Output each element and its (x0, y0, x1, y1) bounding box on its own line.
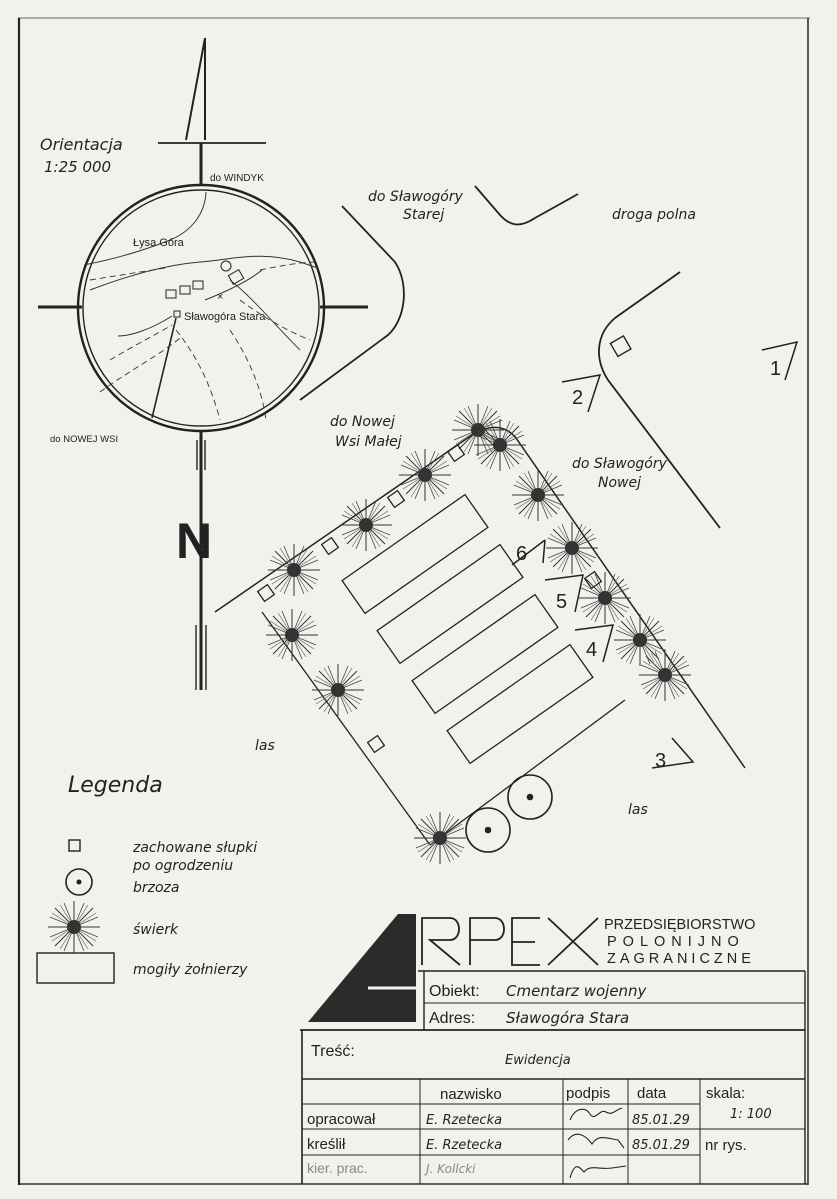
label-to-nowej-wsi-malej-1: do Nowej (330, 414, 395, 430)
road-v (474, 185, 579, 226)
label-to-stawogory-nowej-2: Nowej (598, 475, 641, 491)
legend-grave-label: mogiły żołnierzy (133, 962, 248, 978)
title-block: PRZEDSIĘBIORSTWO POLONIJNO ZAGRANICZNE O… (300, 914, 806, 1184)
orientation-inset: Orientacja 1:25 000 do WINDYK (38, 37, 368, 690)
label-to-windyk: do WINDYK (210, 173, 264, 184)
fence-posts (256, 443, 603, 754)
logo-rpex (421, 917, 599, 966)
row-2-name: E. Rzetecka (426, 1138, 502, 1153)
legend-title: Legenda (68, 773, 163, 798)
adres-label: Adres: (429, 1010, 475, 1027)
label-las-right: las (628, 802, 648, 818)
legend-birch-label: brzoza (133, 880, 179, 896)
legend: Legenda zachowane słupki po ogrodzeniu b… (36, 773, 257, 984)
marker-6: 6 (516, 543, 527, 565)
marker-4: 4 (586, 639, 597, 661)
marker-1: 1 (770, 358, 781, 380)
tresc-value: Ewidencja (505, 1053, 571, 1068)
birches (465, 774, 553, 853)
signature-2 (567, 1133, 625, 1149)
orientation-title: Orientacja (40, 135, 123, 154)
legend-post-2: po ogrodzeniu (132, 858, 233, 874)
north-arrow-head (185, 37, 206, 141)
graves (341, 493, 594, 765)
legend-spruce-label: świerk (133, 922, 179, 938)
label-droga-polna: droga polna (612, 207, 696, 223)
row-1-name: E. Rzetecka (426, 1113, 502, 1128)
col-data: data (637, 1085, 667, 1102)
legend-birch-symbol (65, 868, 93, 896)
cemetery-south-fence (429, 699, 626, 846)
svg-text:×: × (217, 291, 223, 303)
signature-3 (569, 1165, 627, 1179)
north-letter: N (176, 513, 212, 569)
orientation-scale: 1:25 000 (44, 158, 111, 176)
adres-value: Sławogóra Stara (506, 1009, 629, 1027)
row-3-role: kier. prac. (307, 1160, 368, 1176)
orientation-ring-outer (76, 183, 326, 433)
company-line-2: POLONIJNO (607, 934, 745, 950)
legend-post-1: zachowane słupki (132, 840, 257, 856)
marker-2: 2 (572, 387, 583, 409)
obiekt-label: Obiekt: (429, 983, 480, 1000)
marker-5: 5 (556, 591, 567, 613)
skala-label: skala: (706, 1085, 745, 1102)
label-lysa-gora: Łysa Góra (133, 237, 185, 249)
marker-arrows (511, 340, 799, 769)
row-2-role: kreślił (307, 1136, 346, 1153)
logo-a-mark (308, 914, 416, 1022)
skala-value: 1: 100 (730, 1107, 772, 1122)
tresc-label: Treść: (311, 1043, 355, 1060)
marker-3: 3 (655, 750, 666, 772)
obiekt-value: Cmentarz wojenny (506, 982, 648, 1000)
label-to-nowej-wsi: do NOWEJ WSI (50, 434, 118, 445)
signature-1 (569, 1107, 623, 1121)
cemetery-west-fence (261, 611, 431, 846)
legend-grave-symbol (36, 952, 115, 984)
road-right (598, 271, 721, 529)
row-2-date: 85.01.29 (632, 1138, 690, 1153)
label-to-stawogory-starej-1: do Sławogóry (368, 189, 464, 205)
label-stawogora-stara-inset: Sławogóra Stara (184, 311, 266, 323)
col-podpis: podpis (566, 1085, 610, 1102)
company-line-3: ZAGRANICZNE (607, 951, 755, 967)
road-left-curve (299, 205, 405, 401)
label-to-stawogory-nowej-1: do Sławogóry (572, 456, 668, 472)
cemetery-north-fence (214, 426, 746, 769)
legend-spruce-symbol (47, 900, 101, 954)
row-1-date: 85.01.29 (632, 1113, 690, 1128)
orientation-ring-inner (82, 189, 320, 427)
row-1-role: opracował (307, 1111, 376, 1128)
legend-post-symbol (68, 839, 81, 852)
col-nazwisko: nazwisko (440, 1086, 502, 1103)
label-to-nowej-wsi-malej-2: Wsi Małej (335, 434, 402, 450)
site-map: do Sławogóry Starej droga polna do Nowej… (214, 185, 799, 865)
row-3-name: J. Kollcki (424, 1162, 476, 1176)
label-to-stawogory-starej-2: Starej (403, 207, 444, 223)
nr-rys-label: nr rys. (705, 1137, 747, 1154)
company-line-1: PRZEDSIĘBIORSTWO (604, 917, 755, 933)
label-las-left: las (255, 738, 275, 754)
